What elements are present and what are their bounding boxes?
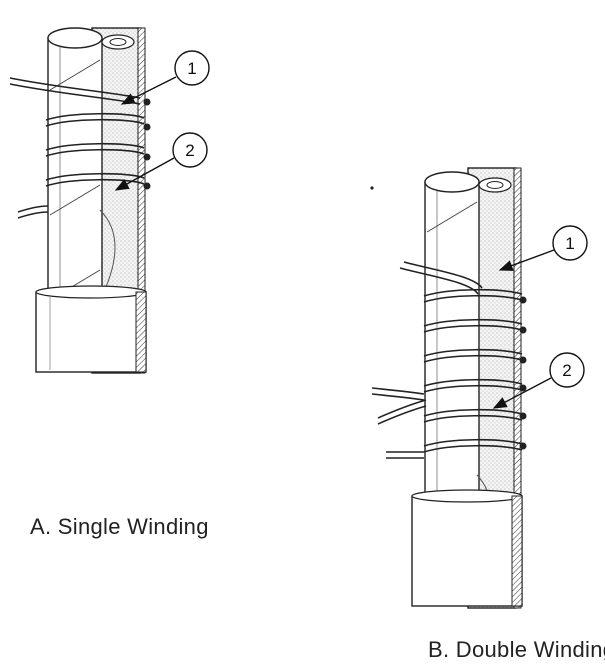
callout-1-a: 1 [120, 50, 210, 105]
end-sleeve-a [35, 291, 147, 373]
callout-label: 1 [187, 59, 196, 78]
callout-1-b: 1 [498, 225, 588, 271]
single-winding-illustration: 1 2 [9, 27, 210, 374]
caption-single-winding: A. Single Winding [30, 514, 209, 539]
caption-double-winding: B. Double Winding [428, 637, 605, 662]
callout-2-b: 2 [492, 352, 585, 409]
double-winding-illustration: 1 2 [370, 167, 588, 609]
callout-label: 2 [185, 141, 194, 160]
end-sleeve-b [411, 495, 523, 607]
callout-label: 2 [562, 361, 571, 380]
callout-label: 1 [565, 234, 574, 253]
callout-2-a: 2 [114, 132, 208, 191]
winding-wire-a [9, 77, 145, 219]
winding-wire-b [371, 261, 523, 459]
tube-wall-a [137, 27, 146, 374]
